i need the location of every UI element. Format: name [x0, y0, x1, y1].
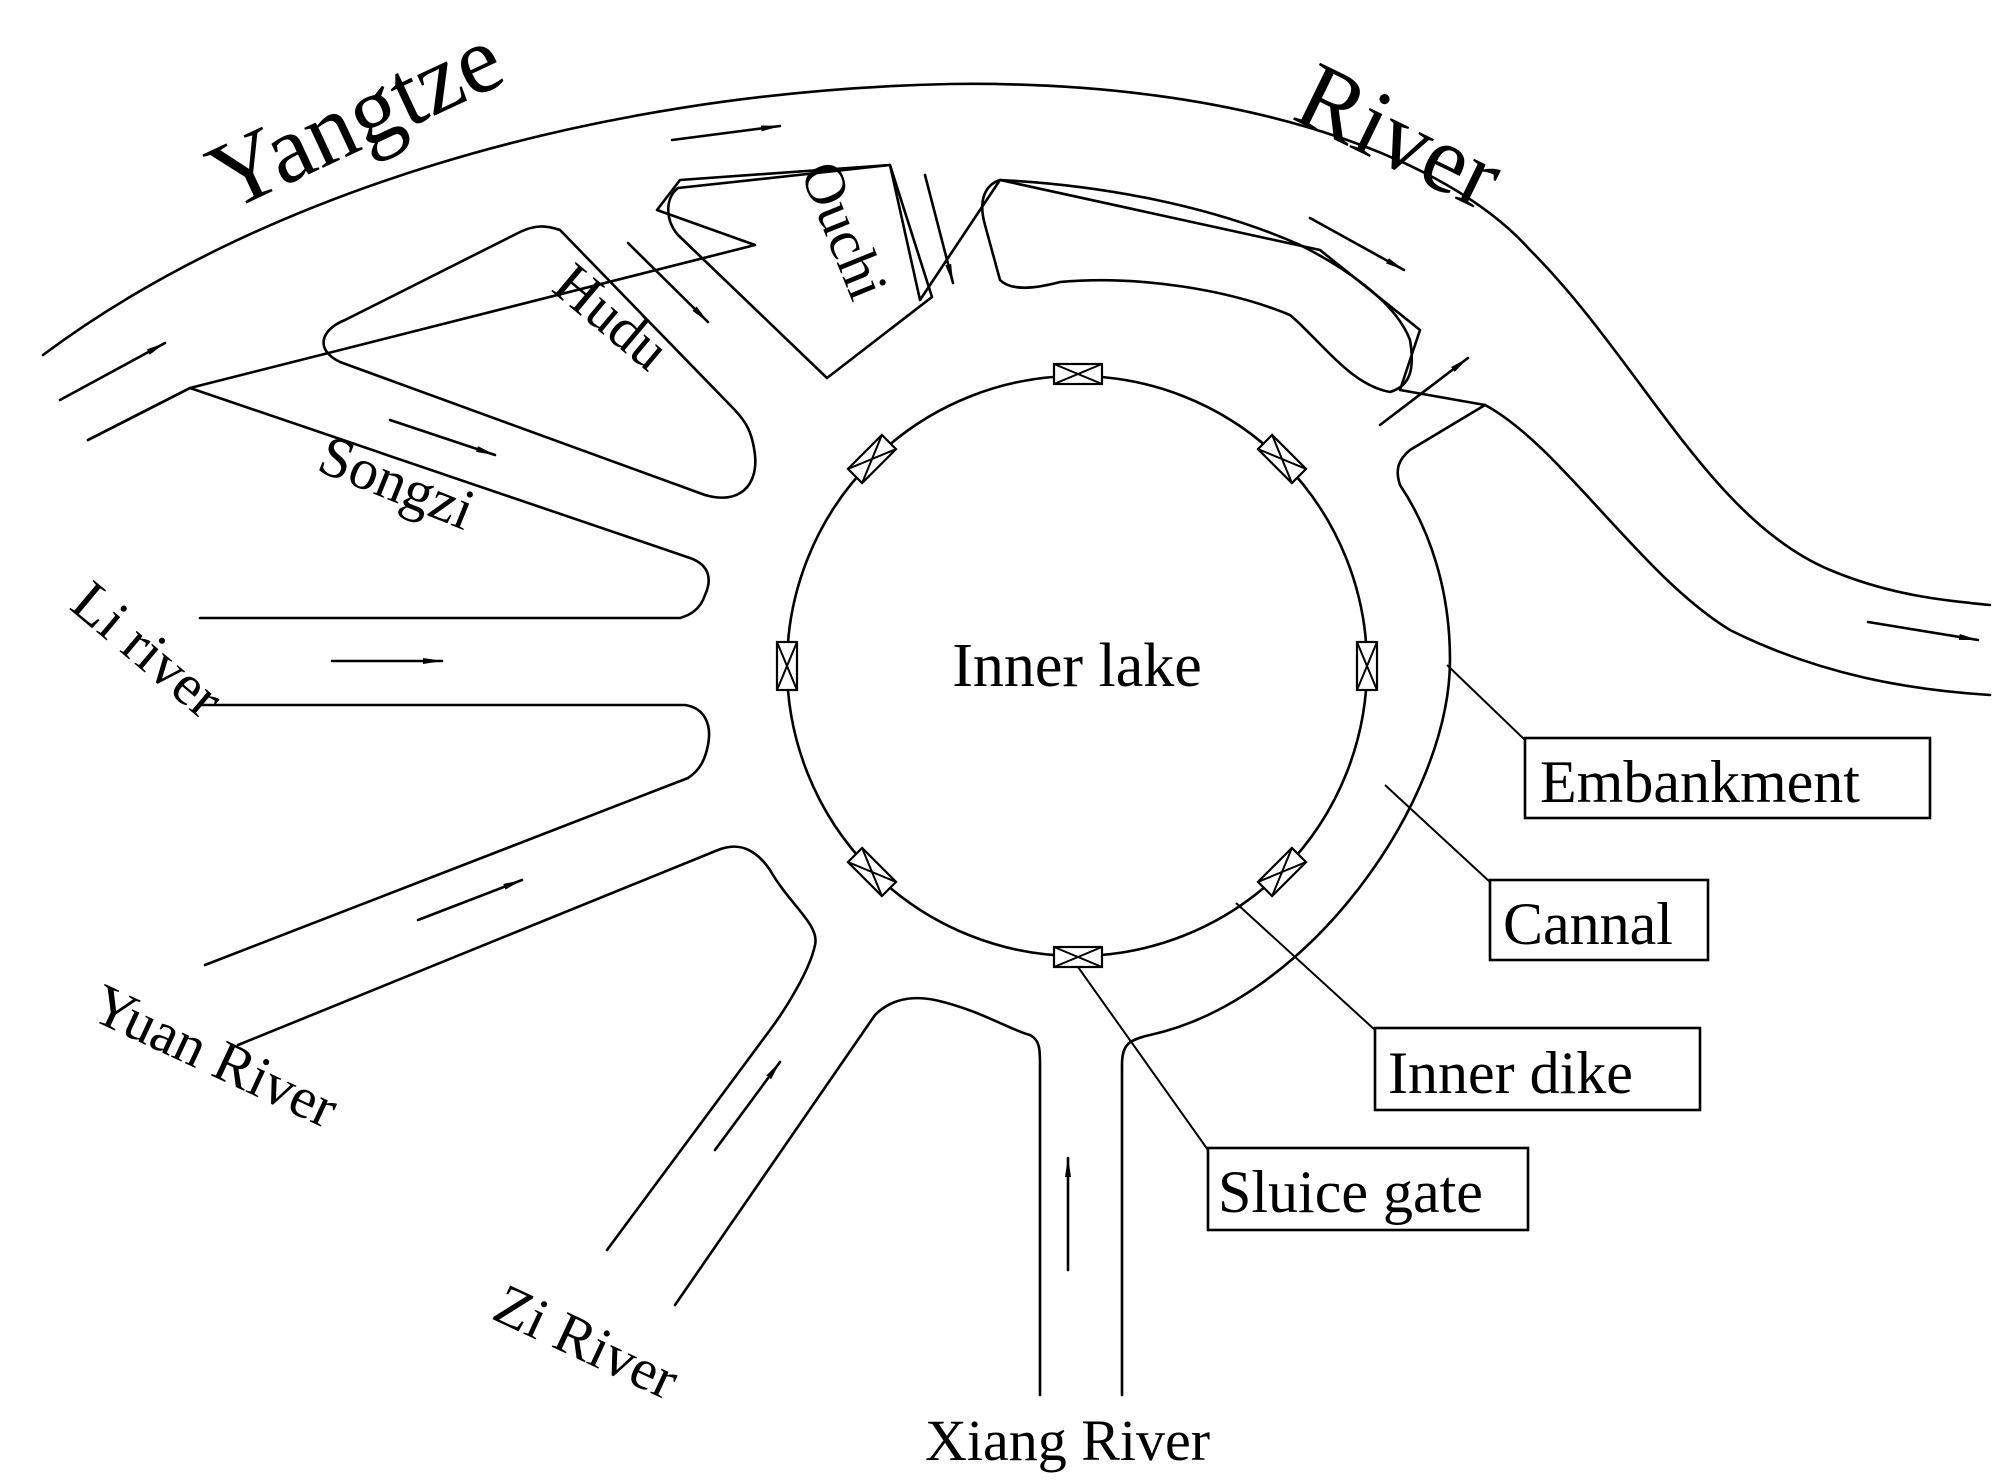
label-yangtze: Yangtze — [192, 3, 518, 231]
legend-sluice-gate-label: Sluice gate — [1218, 1159, 1483, 1225]
yuan-lower-bank — [236, 845, 817, 1252]
zi-lower-bank — [673, 996, 1042, 1397]
legend-inner-dike-label: Inner dike — [1388, 1040, 1633, 1106]
island-hudu-ouchi — [666, 163, 934, 380]
island-songzi-hudu — [322, 225, 757, 499]
label-xiang-river: Xiang River — [925, 1408, 1210, 1473]
flow-arrow-yangtze-upper — [670, 124, 782, 142]
sluice-gate-south — [1052, 945, 1104, 969]
yangtze-lower-bank — [86, 163, 1992, 697]
sluice-gate-east — [1355, 640, 1379, 692]
legend-cannal-label: Cannal — [1503, 891, 1673, 957]
li-lower-bank — [198, 703, 711, 967]
flow-arrow-outlet — [1378, 356, 1470, 427]
sluice-gate-northwest — [846, 433, 898, 485]
legend-inner-dike: Inner dike — [1373, 1026, 1702, 1112]
flow-arrow-hudu — [626, 241, 710, 324]
label-zi-river: Zi River — [485, 1271, 689, 1412]
label-songzi: Songzi — [310, 422, 484, 543]
label-inner-lake: Inner lake — [952, 632, 1202, 700]
flow-arrow-ouchi — [923, 173, 955, 285]
flow-arrow-yangtze-middle — [1308, 216, 1406, 272]
label-li-river: Li river — [60, 568, 236, 731]
yangtze-upper-bank — [41, 82, 1992, 607]
sluice-gate-southwest — [846, 846, 898, 898]
legend-sluice-gate: Sluice gate — [1206, 1146, 1530, 1232]
label-ouchi: Ouchi — [788, 153, 901, 309]
label-yuan-river: Yuan River — [83, 971, 348, 1141]
legend-embankment-label: Embankment — [1540, 749, 1860, 815]
leader-inner-dike — [1235, 902, 1376, 1031]
sluice-gate-north — [1052, 362, 1104, 386]
sluice-gate-west — [775, 640, 799, 692]
flow-arrow-yangtze-inlet — [58, 341, 167, 402]
sluice-gate-southeast — [1256, 846, 1308, 898]
label-river: River — [1281, 41, 1520, 231]
flow-arrow-songzi — [388, 418, 497, 457]
flow-arrow-zi — [713, 1060, 782, 1152]
songzi-lower-bank — [86, 386, 710, 620]
island-ouchi-outlet — [980, 178, 1414, 394]
leader-cannal — [1384, 784, 1491, 883]
legend-embankment: Embankment — [1523, 736, 1932, 820]
flow-arrow-yuan — [416, 878, 524, 922]
leader-sluice-gate — [1077, 966, 1209, 1151]
legend-cannal: Cannal — [1488, 878, 1710, 962]
flow-arrow-yangtze-downstream — [1866, 620, 1980, 642]
embankment-outer — [1120, 403, 1487, 1397]
leader-embankment — [1446, 664, 1526, 741]
sluice-gate-northeast — [1256, 433, 1308, 485]
